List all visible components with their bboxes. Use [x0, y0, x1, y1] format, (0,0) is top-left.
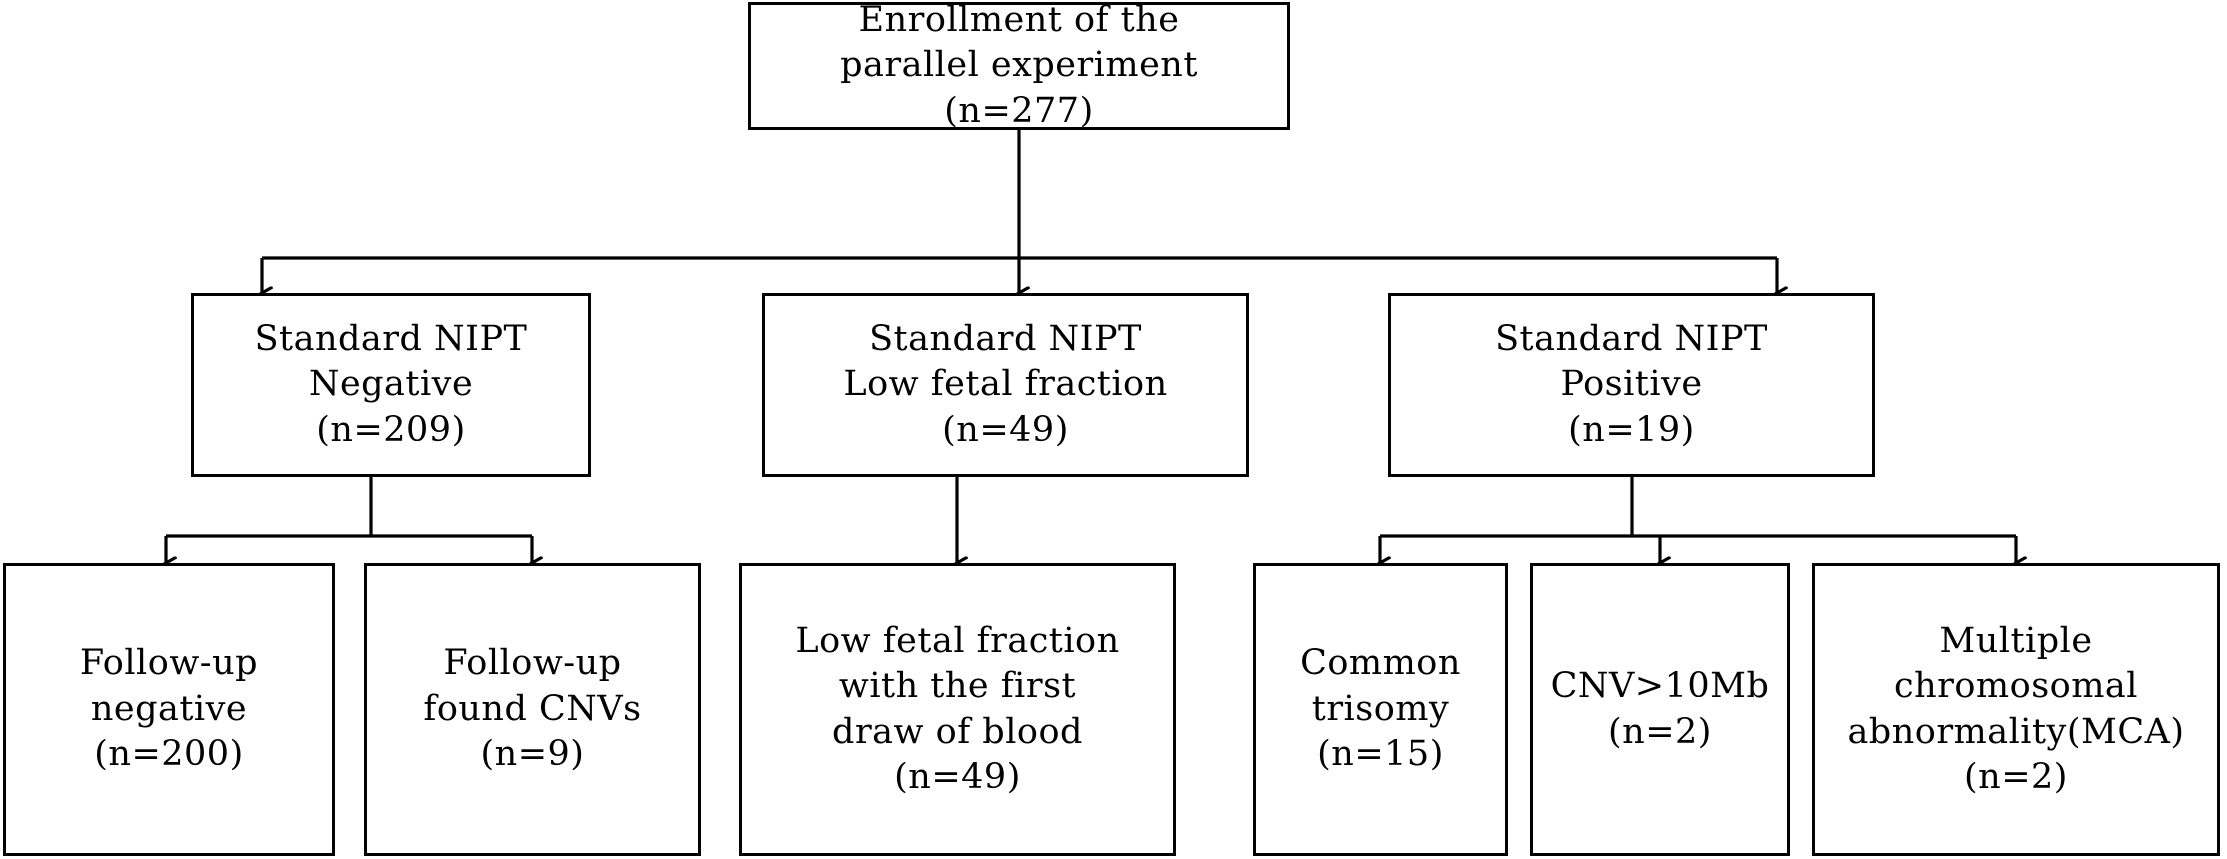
- node-label-enrollment-root: Enrollment of the parallel experiment (n…: [840, 0, 1198, 131]
- node-label-common-trisomy: Common trisomy (n=15): [1300, 643, 1461, 775]
- node-label-standard-nipt-positive: Standard NIPT Positive (n=19): [1495, 318, 1768, 450]
- node-standard-nipt-low-fetal-fraction[interactable]: Standard NIPT Low fetal fraction (n=49): [762, 293, 1249, 477]
- node-standard-nipt-positive[interactable]: Standard NIPT Positive (n=19): [1388, 293, 1875, 477]
- node-label-standard-nipt-low-fetal-fraction: Standard NIPT Low fetal fraction (n=49): [843, 318, 1168, 450]
- edge-negative-to-followups: [166, 477, 532, 563]
- node-follow-up-found-cnvs[interactable]: Follow-up found CNVs (n=9): [364, 563, 701, 856]
- node-common-trisomy[interactable]: Common trisomy (n=15): [1253, 563, 1508, 856]
- node-label-cnv-over-10mb: CNV>10Mb (n=2): [1550, 666, 1770, 752]
- node-label-multiple-chromosomal-abnormality: Multiple chromosomal abnormality(MCA) (n…: [1847, 620, 2185, 798]
- node-enrollment-root[interactable]: Enrollment of the parallel experiment (n…: [748, 0, 1290, 131]
- node-multiple-chromosomal-abnormality[interactable]: Multiple chromosomal abnormality(MCA) (n…: [1812, 563, 2220, 856]
- node-standard-nipt-negative[interactable]: Standard NIPT Negative (n=209): [191, 293, 591, 477]
- node-label-standard-nipt-negative: Standard NIPT Negative (n=209): [254, 318, 528, 450]
- node-cnv-over-10mb[interactable]: CNV>10Mb (n=2): [1530, 563, 1790, 856]
- node-low-fetal-fraction-first-draw[interactable]: Low fetal fraction with the first draw o…: [739, 563, 1176, 856]
- node-follow-up-negative[interactable]: Follow-up negative (n=200): [3, 563, 335, 856]
- node-label-follow-up-negative: Follow-up negative (n=200): [79, 643, 259, 775]
- edge-positive-to-children: [1380, 477, 2016, 563]
- node-label-low-fetal-fraction-first-draw: Low fetal fraction with the first draw o…: [795, 620, 1120, 798]
- edge-root-to-row2: [262, 130, 1777, 293]
- node-label-follow-up-found-cnvs: Follow-up found CNVs (n=9): [423, 643, 642, 775]
